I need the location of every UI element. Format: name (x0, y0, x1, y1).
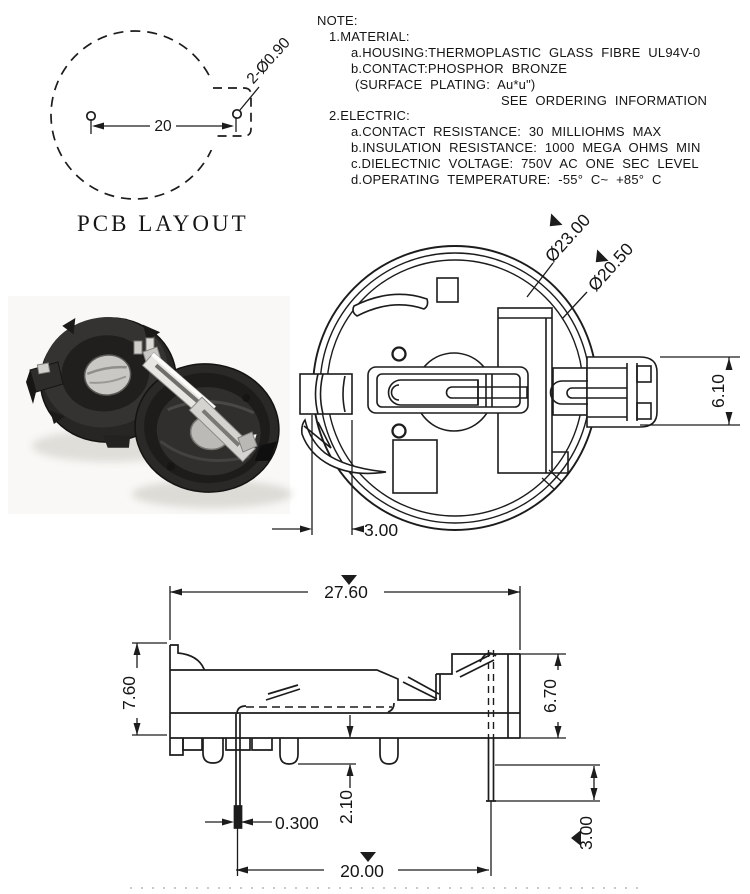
holder-side-tab (26, 361, 64, 404)
pcb-hole-right (231, 108, 243, 120)
dim-peg-protrusion: 2.10 (336, 790, 356, 824)
pcb-holes-label: 2-Ø0.90 (244, 34, 294, 87)
dim-right-height: 6.70 (540, 679, 560, 713)
dim-edge-offset: 3.00 (364, 520, 398, 540)
dim-overall-width: 27.60 (324, 582, 368, 602)
datum-triangle-icon (595, 249, 609, 263)
pcb-hole-left (85, 110, 97, 122)
pcb-notch (213, 87, 252, 137)
product-photo (8, 296, 292, 514)
note-material-heading: 1.MATERIAL: (329, 28, 410, 44)
dim-pin-spacing: 20.00 (340, 861, 384, 881)
note-line: d.OPERATING TEMPERATURE: -55° C~ +85° C (351, 172, 662, 188)
note-line: b.CONTACT:PHOSPHOR BRONZE (351, 60, 568, 76)
side-view-drawing: 27.60 7.60 6.70 2.10 0.300 20.00 3.00 (119, 575, 640, 889)
datum-triangle-icon (549, 213, 563, 227)
pcb-layout-caption: PCB LAYOUT (77, 211, 249, 236)
center-contact-assembly (367, 366, 529, 414)
pcb-outline-circle (50, 30, 220, 200)
crescent-slot (352, 293, 429, 317)
note-line: c.DIELECTNIC VOLTAGE: 750V AC ONE SEC LE… (351, 156, 699, 172)
solder-pin-right (486, 738, 496, 802)
top-view-drawing: Ø23.00 Ø20.50 6.10 3.00 (272, 210, 740, 540)
terminal-block (586, 356, 658, 428)
note-electric-heading: 2.ELECTRIC: (329, 108, 410, 124)
note-see-ordering: SEE ORDERING INFORMATION (501, 92, 708, 108)
dim-pin-thickness: 0.300 (275, 813, 319, 833)
note-line: b.INSULATION RESISTANCE: 1000 MEGA OHMS … (351, 140, 701, 156)
dim-terminal-height: 6.10 (708, 374, 728, 408)
datum-triangle-icon (571, 830, 581, 846)
note-line: (SURFACE PLATING: Au*u") (355, 76, 536, 92)
pcb-hole-spacing-dim: 20 (154, 118, 172, 135)
note-heading: NOTE: (317, 13, 358, 28)
note-line: a.HOUSING:THERMOPLASTIC GLASS FIBRE UL94… (351, 44, 701, 60)
note-block: NOTE: 1.MATERIAL: a.HOUSING:THERMOPLASTI… (317, 13, 747, 188)
mount-hole-top (391, 346, 407, 362)
dim-outer-diameter: Ø23.00 (541, 210, 594, 266)
dim-left-height: 7.60 (119, 676, 139, 710)
pcb-leader-line (239, 86, 260, 111)
inner-frame (497, 307, 569, 474)
datum-triangle-icon (341, 575, 357, 585)
solder-pin-left (233, 738, 243, 829)
pocket-rect (392, 439, 438, 494)
dim-inner-diameter: Ø20.50 (584, 239, 637, 295)
keying-square (436, 277, 459, 303)
note-line: a.CONTACT RESISTANCE: 30 MILLIOHMS MAX (351, 124, 662, 140)
dim-pin-length: 3.00 (576, 816, 596, 850)
pcb-layout-drawing: 20 2-Ø0.90 PCB LAYOUT (50, 30, 294, 236)
side-slot (299, 373, 387, 475)
mount-hole-bottom (391, 423, 407, 439)
metal-contact-clip (141, 346, 258, 463)
datum-triangle-icon (360, 852, 376, 862)
